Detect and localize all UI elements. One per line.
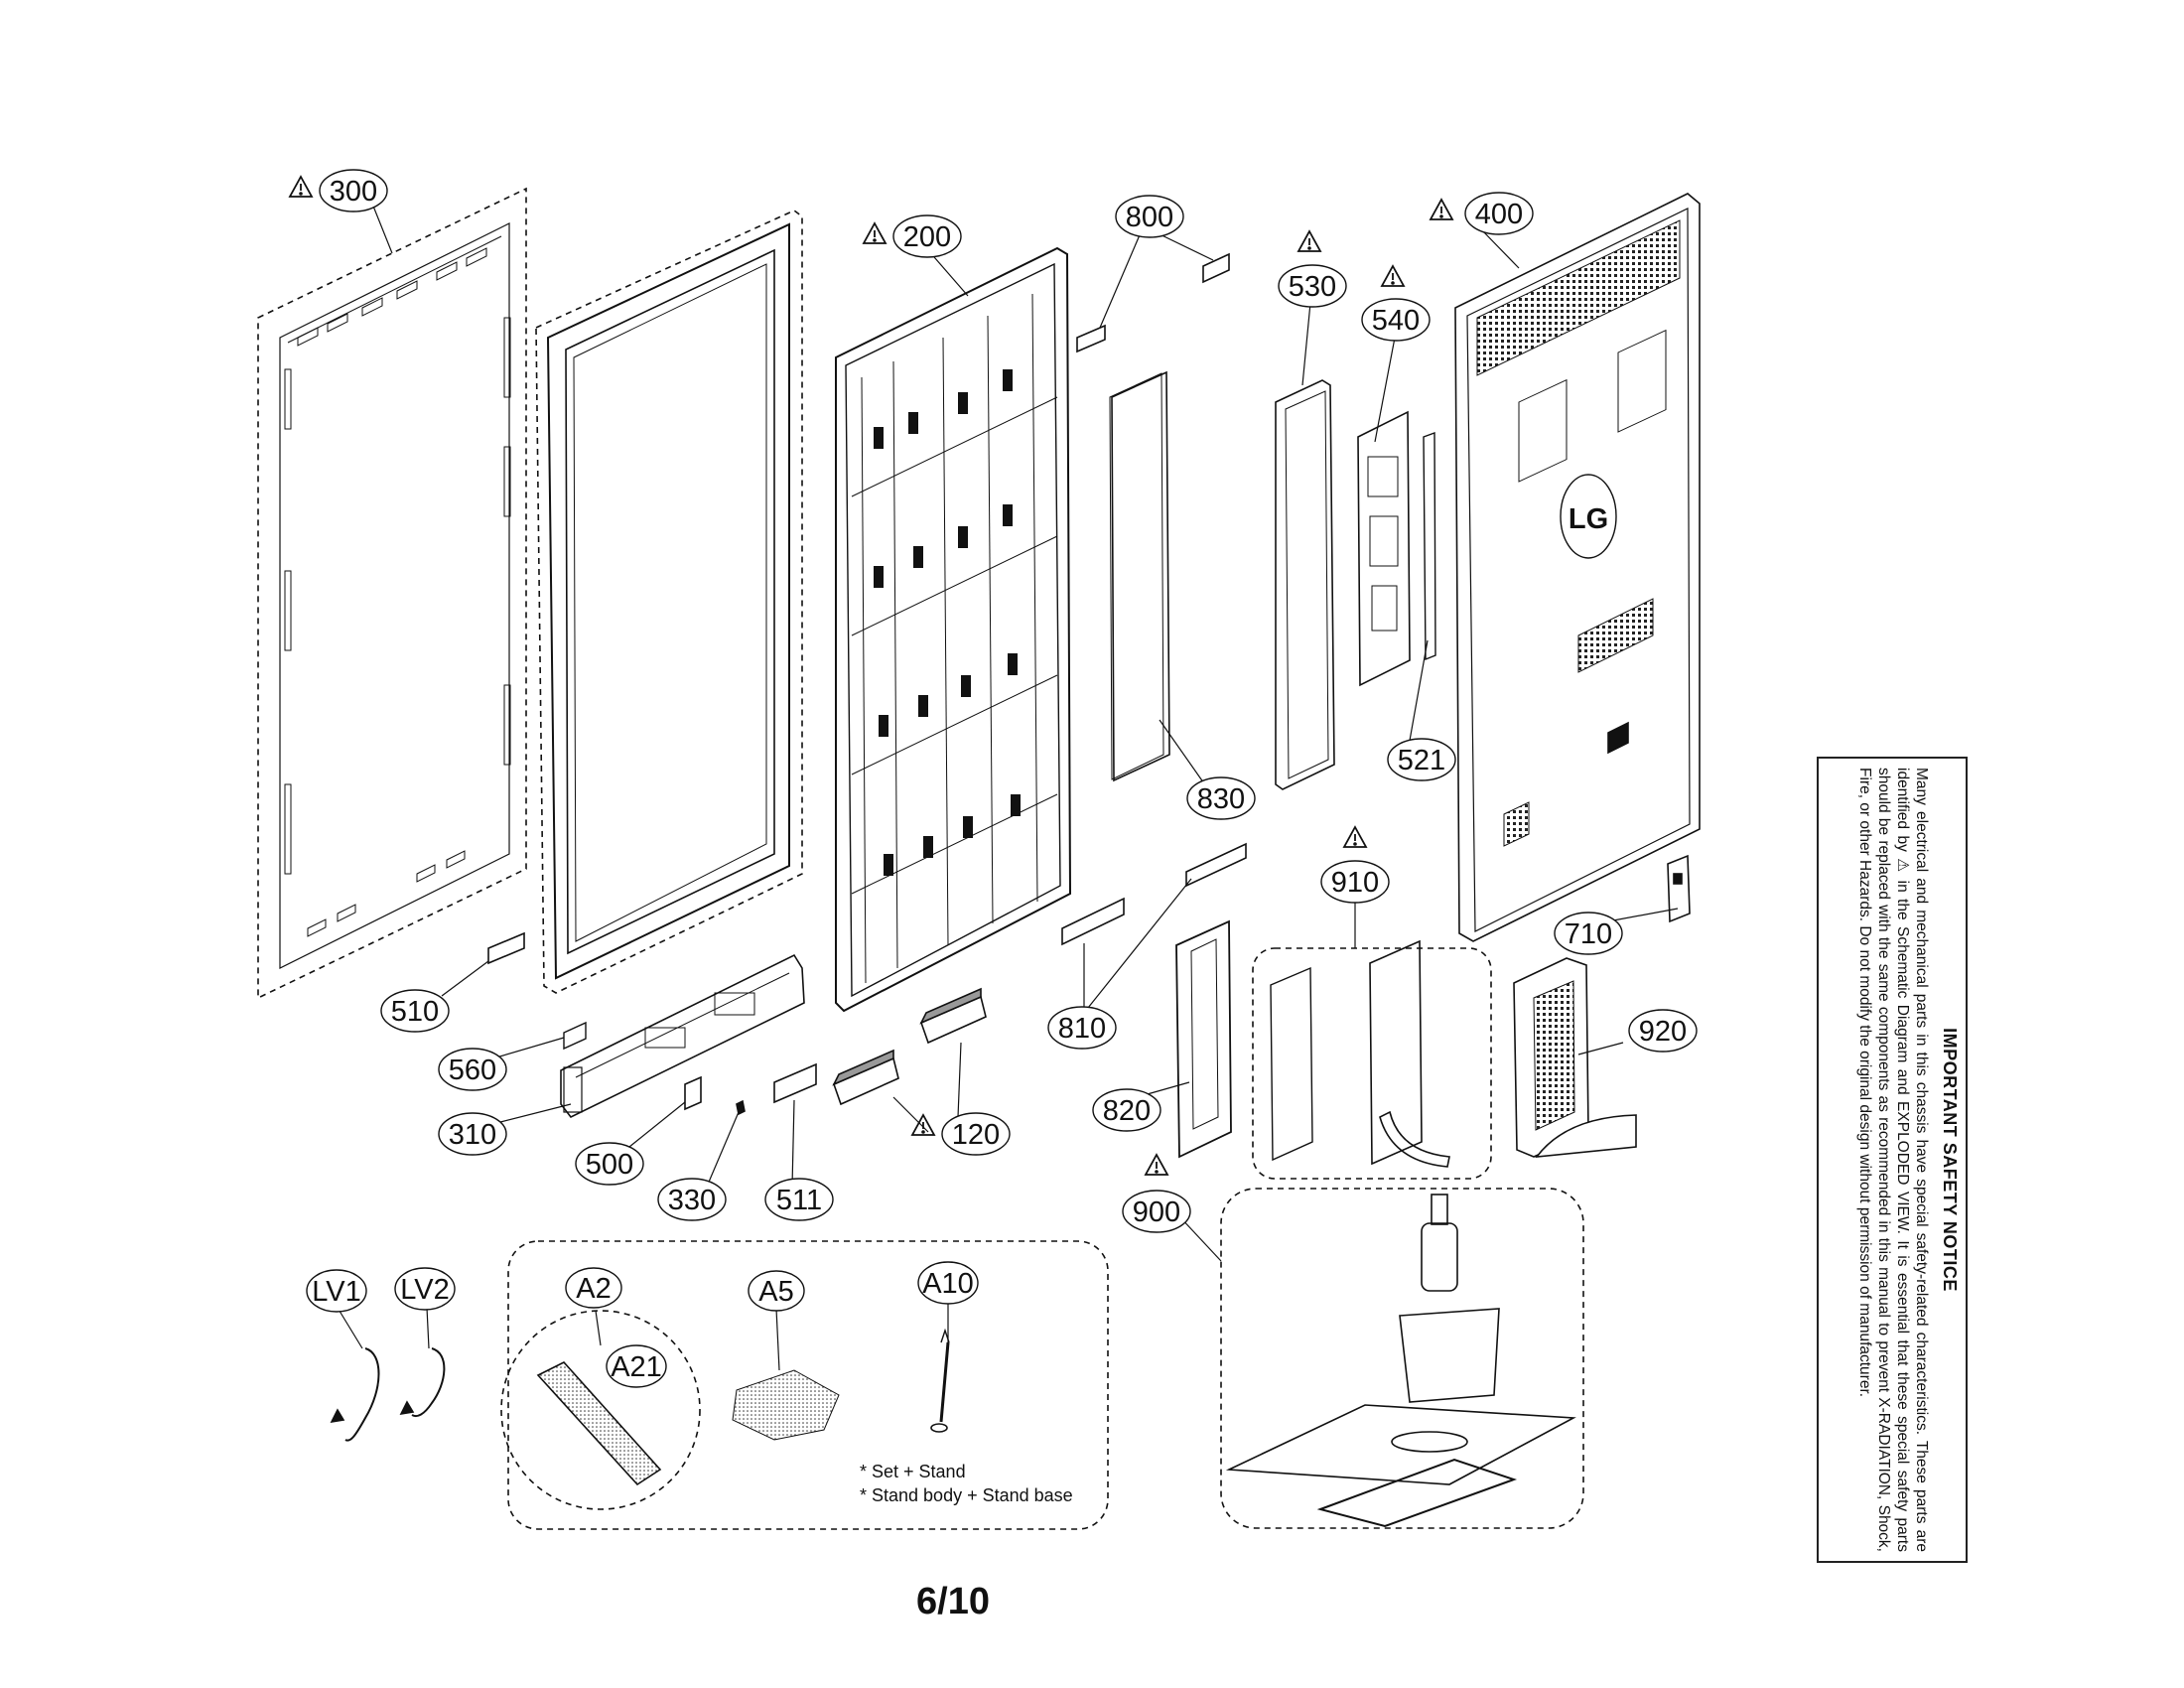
page-number: 6/10 [916, 1581, 990, 1622]
part-710-terminal-cover [1667, 854, 1691, 923]
callout-560: 560 [449, 1055, 496, 1086]
part-920-stand-cover [1513, 957, 1637, 1158]
part-330-screw [736, 1099, 746, 1116]
callout-lv1: LV1 [312, 1276, 360, 1308]
warning-icon [1343, 826, 1367, 848]
warning-icons [289, 176, 1453, 1176]
safety-notice-body: Many electrical and mechanical parts in … [1856, 768, 1930, 1552]
part-lv1-cable [330, 1347, 380, 1442]
callout-310: 310 [449, 1119, 496, 1151]
callout-710: 710 [1565, 918, 1612, 950]
callout-bubbles [306, 169, 1698, 1388]
part-540-main-board [1357, 410, 1436, 687]
callout-820: 820 [1103, 1095, 1151, 1127]
part-800-bracket [1076, 252, 1230, 353]
warning-icon [1297, 230, 1321, 252]
callout-a5: A5 [758, 1276, 793, 1308]
part-120-speakers [832, 987, 987, 1106]
warning-icon [289, 176, 313, 198]
callout-a10: A10 [922, 1268, 974, 1300]
callout-labels: 300 200 800 530 540 400 830 521 910 710 … [312, 176, 1687, 1383]
callout-lv2: LV2 [400, 1274, 449, 1306]
part-530-power-board [1275, 379, 1335, 790]
leader-lines [337, 203, 1679, 1371]
part-310-lower-bracket [560, 953, 805, 1119]
part-400-back-cover: LG [1454, 193, 1701, 942]
callout-200: 200 [903, 221, 951, 253]
callout-511: 511 [776, 1185, 822, 1216]
part-910-stand-body-group [1252, 939, 1492, 1180]
safety-notice-title: IMPORTANT SAFETY NOTICE [1940, 1028, 1960, 1292]
callout-a2: A2 [576, 1273, 611, 1305]
part-511-module [773, 1062, 817, 1104]
callout-530: 530 [1289, 271, 1336, 303]
safety-notice-content: IMPORTANT SAFETY NOTICE Many electrical … [1825, 768, 1960, 1552]
part-200-chassis-frame [835, 246, 1072, 1013]
accessory-notes: * Set + Stand * Stand body + Stand base [860, 1462, 1073, 1505]
part-510-ir-board [487, 931, 525, 965]
brand-logo: LG [1569, 503, 1608, 535]
callout-521: 521 [1398, 745, 1445, 776]
part-300-front-filter [257, 187, 527, 1000]
part-830-insulator-sheet [1109, 370, 1170, 782]
callout-830: 830 [1197, 783, 1245, 815]
note-set-stand: * Set + Stand [860, 1462, 966, 1481]
callout-900: 900 [1133, 1196, 1180, 1228]
warning-icon [863, 222, 887, 244]
callout-510: 510 [391, 996, 439, 1028]
callout-330: 330 [668, 1185, 716, 1216]
note-stand-body: * Stand body + Stand base [860, 1485, 1073, 1505]
callout-300: 300 [330, 176, 377, 208]
part-560-led-board [563, 1021, 587, 1051]
callout-540: 540 [1372, 305, 1420, 337]
callout-120: 120 [952, 1119, 1000, 1151]
callout-500: 500 [586, 1149, 633, 1181]
part-820-stand-holder [1175, 919, 1232, 1159]
part-810-bracket [1061, 842, 1247, 946]
callout-400: 400 [1475, 199, 1523, 230]
callout-810: 810 [1058, 1013, 1106, 1045]
warning-icon [1381, 265, 1405, 287]
callout-a21: A21 [611, 1351, 662, 1383]
warning-icon [1145, 1154, 1168, 1176]
part-310-front-cabinet [535, 210, 803, 994]
callout-910: 910 [1331, 867, 1379, 899]
callout-920: 920 [1639, 1016, 1687, 1048]
part-500-key-board [684, 1075, 702, 1111]
accessories-group [500, 1240, 1109, 1530]
part-900-stand-group [1220, 1188, 1584, 1529]
part-lv2-cable [399, 1347, 446, 1418]
warning-icon [1430, 199, 1453, 220]
warning-icon [911, 1114, 935, 1136]
callout-800: 800 [1126, 202, 1173, 233]
safety-notice: IMPORTANT SAFETY NOTICE Many electrical … [1817, 757, 1968, 1563]
